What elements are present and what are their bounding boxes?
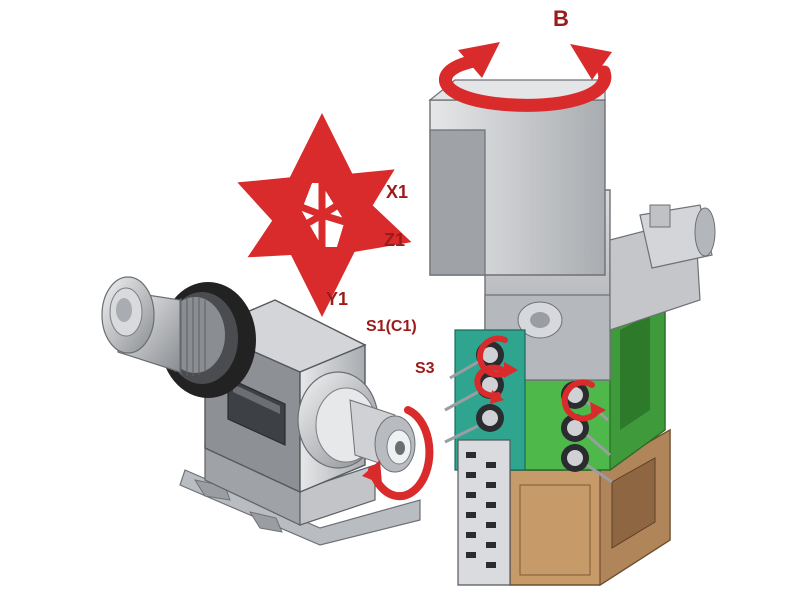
label-s3: S3 xyxy=(415,360,435,377)
label-z1: Z1 xyxy=(384,230,405,250)
axis-diag-arrow xyxy=(247,192,326,258)
label-b: B xyxy=(553,6,569,31)
s1-rotation-arrow xyxy=(477,335,513,378)
spindle-rotation-arrow xyxy=(368,406,434,501)
axis-z1-arrow xyxy=(318,188,412,256)
right-spindle-rotation-arrow xyxy=(561,379,601,422)
label-s1-c1: S1(C1) xyxy=(366,318,417,335)
turret-column xyxy=(428,79,716,587)
axis-x1-arrow xyxy=(316,169,395,237)
label-y1: Y1 xyxy=(326,289,348,309)
headstock-assembly xyxy=(101,276,434,546)
label-x1: X1 xyxy=(386,182,408,202)
s3-rotation-arrow xyxy=(474,364,508,399)
b-rotation-arrow xyxy=(439,42,612,112)
tool-rail xyxy=(457,439,511,586)
axis-left-arrow xyxy=(237,174,326,241)
headstock-base-plate xyxy=(179,469,421,546)
axis-arrows xyxy=(237,113,412,317)
